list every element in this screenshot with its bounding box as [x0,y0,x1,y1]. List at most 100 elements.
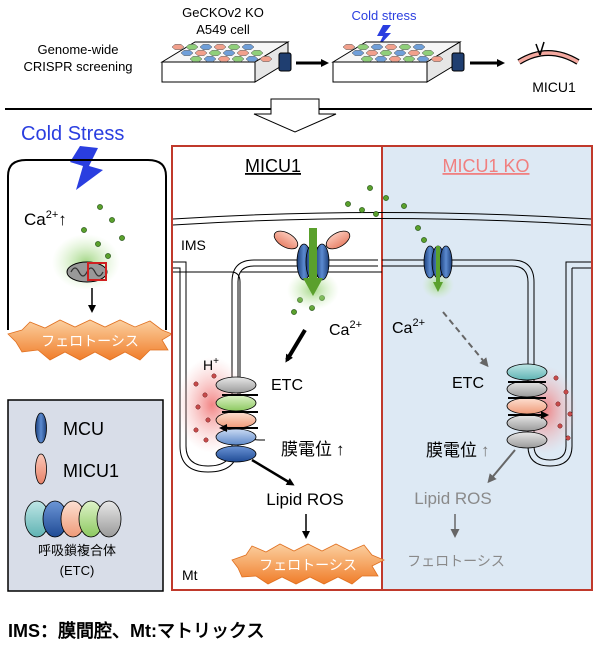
mcu-complex-ko [423,245,453,292]
cell-hexagon [407,50,421,56]
inner-membrane-left-top [173,261,187,281]
cell-hexagon [388,56,402,62]
legend-box: MCU MICU1 呼吸鎖複合体 (ETC) [7,399,164,592]
ca-ion-dot [415,225,421,231]
proton-dot [205,417,211,423]
potential-label-micu1: 膜電位↑ [281,440,345,459]
cell-hexagon [194,50,208,56]
cell-hexagon [398,44,412,50]
dna-fragment-icon [517,41,580,65]
cell-hexagon [203,56,217,62]
lipid-ros-label-ko: Lipid ROS [414,489,491,508]
cell-hexagon [250,50,264,56]
result-gene-label: MICU1 [532,79,576,95]
proton-dot [193,381,199,387]
arrow-etc-to-ros-ko [487,449,516,484]
ca-ion-dot [373,211,379,217]
proton-dot [563,389,569,395]
cell-hexagon [351,50,365,56]
legend-etc-label-line1: 呼吸鎖複合体 [38,543,116,558]
ca-ion-dot [119,235,125,241]
proton-label: H+ [203,356,219,373]
proton-dot [555,401,561,407]
cell-hexagon [213,44,227,50]
plate1-label-line2: A549 cell [196,22,250,37]
cold-stress-title: Cold Stress [21,123,124,145]
legend-micu1-label: MICU1 [63,461,119,481]
legend-mcu-label: MCU [63,419,104,439]
cell-hexagon [227,44,241,50]
inner-membrane-top-b [231,259,378,283]
down-arrow-icon [253,98,337,133]
proton-dot [193,427,199,433]
inner-membrane-crista-right [527,268,573,467]
ferroptosis-label-left: フェロトーシス [41,333,139,349]
inner-membrane-top-c [382,265,529,283]
ferroptosis-label-ko: フェロトーシス [407,553,505,569]
cell-hexagon [245,56,259,62]
ca-ion-dot [109,217,115,223]
left-cell-panel: Cold Stress Ca2+↑ フェロトーシス [7,123,173,361]
ko-panel-title: MICU1 KO [442,156,529,176]
potential-label-ko: 膜電位↑ [426,441,490,460]
cell-hexagon [356,44,370,50]
lightning-icon [70,146,103,190]
ferroptosis-burst-micu1 [231,543,385,585]
cell-plate-1 [160,41,292,83]
cell-hexagon [393,50,407,56]
inner-membrane-top-d [382,259,535,283]
cell-hexagon [360,56,374,62]
etc-legend-icon [24,500,122,538]
cell-hexagon [180,50,194,56]
cell-hexagon [222,50,236,56]
cell-hexagon [374,56,388,62]
cell-plate-2 [331,41,465,83]
ca-ion-dot [105,253,111,259]
micu1-legend-icon [35,453,47,485]
proton-dot [557,423,563,429]
legend-etc-label-line2: (ETC) [60,563,95,578]
footer-note: IMS：膜間腔、Mt:マトリックス [8,620,264,641]
cell-hexagon [259,56,273,62]
arrow-etc-to-ros [251,458,295,486]
ca-ion-dot [291,309,297,315]
cold-stress-label: Cold stress [351,8,417,23]
proton-dots-micu1 [193,373,217,443]
cell-hexagon [217,56,231,62]
ca-ion-dot [401,203,407,209]
ca-label-micu1: Ca2+ [329,319,362,339]
inner-membrane-top-a [237,265,378,283]
cell-hexagon [365,50,379,56]
arrow-ca-to-etc-ko [442,311,489,368]
ca-ion-dot [359,207,365,213]
cell-hexagon [416,56,430,62]
screen-label-line2: CRISPR screening [23,59,132,74]
ca-ion-dot [383,195,389,201]
mitochondrion-icon [66,261,108,283]
cell-hexagon [379,50,393,56]
etc-label-micu1: ETC [271,377,303,394]
proton-dot [567,411,573,417]
cell-hexagon [412,44,426,50]
proton-dot [211,373,217,379]
ca-label-ko: Ca2+ [392,317,425,337]
cell-hexagon [421,50,435,56]
flask-cap-icon [451,52,465,72]
mcu-micu1-complex [273,228,351,296]
outer-membrane [172,212,592,220]
lipid-ros-label-micu1: Lipid ROS [266,490,343,509]
ca-ion-dot [97,204,103,210]
proton-dot [565,435,571,441]
ims-label: IMS [181,237,206,253]
cell-hexagon [342,44,356,50]
etc-complex-ko [506,363,547,449]
cell-hexagon [384,44,398,50]
cell-hexagon [189,56,203,62]
ca-ion-dot [367,185,373,191]
proton-dot [203,437,209,443]
mcu-legend-icon [35,412,47,444]
cell-outline [7,159,167,330]
proton-dot [553,375,559,381]
proton-dot [195,404,201,410]
